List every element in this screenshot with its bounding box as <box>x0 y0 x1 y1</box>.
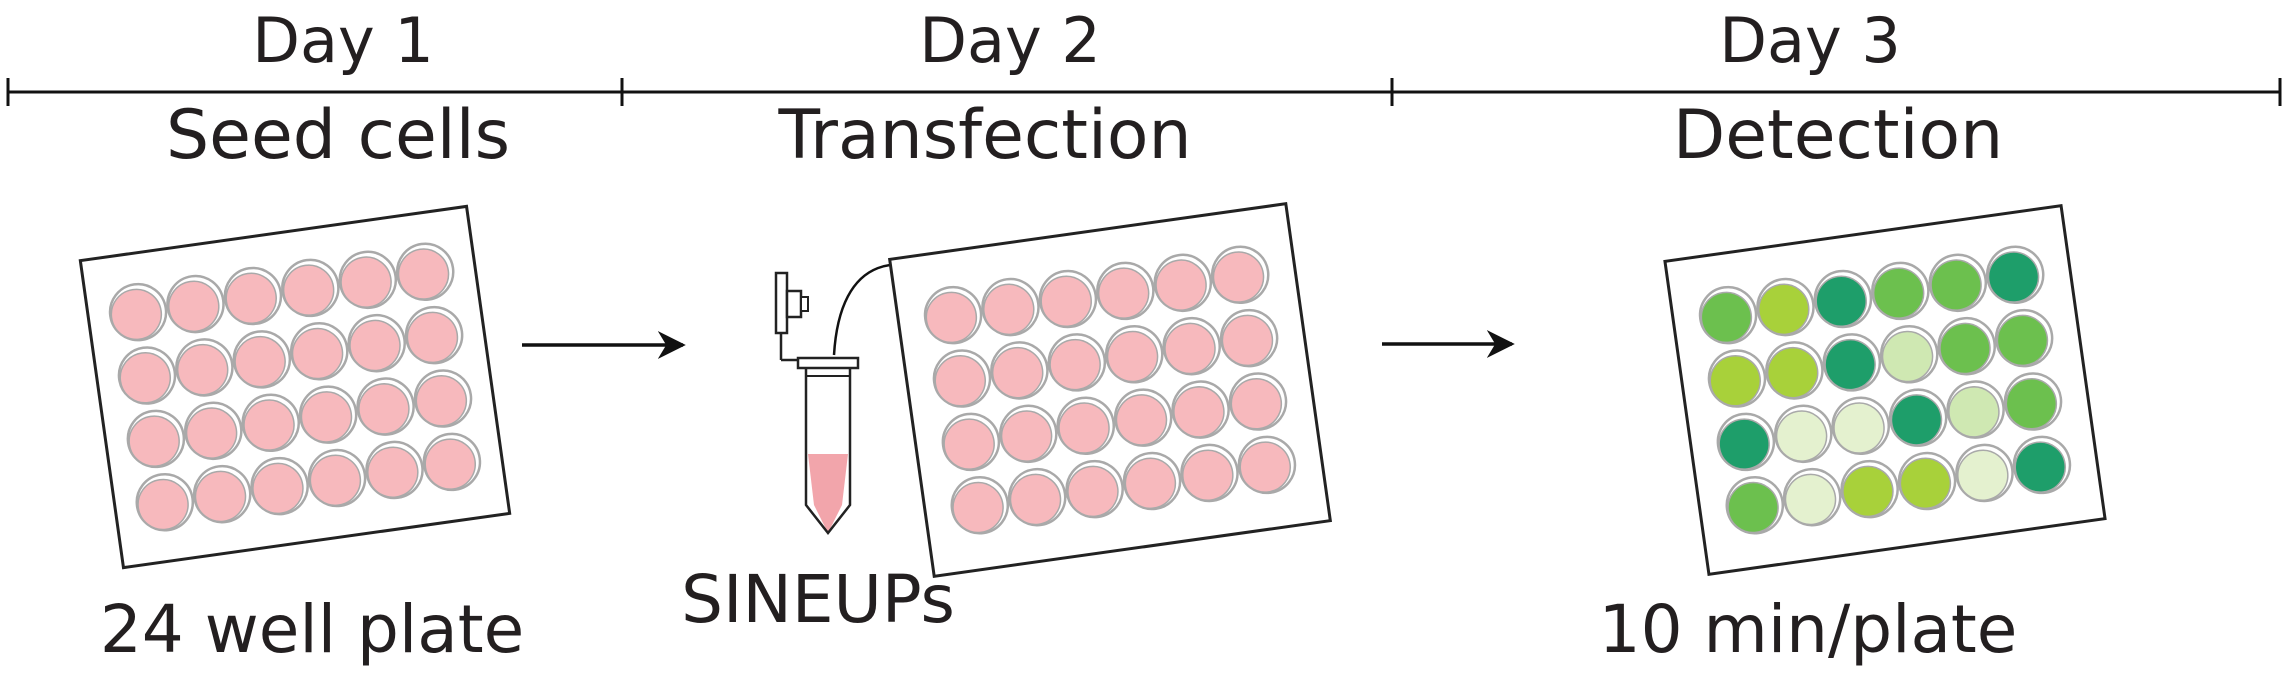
sineups-label: SINEUPs <box>681 561 955 638</box>
plate-detection <box>1663 204 2107 576</box>
well <box>1067 465 1119 518</box>
well <box>2014 441 2066 493</box>
well <box>1957 449 2009 501</box>
well <box>991 346 1044 399</box>
well <box>291 327 344 380</box>
well <box>1872 267 1925 319</box>
well <box>1758 283 1810 336</box>
well <box>1939 322 1991 375</box>
well <box>1000 410 1053 462</box>
well <box>1709 355 1762 407</box>
well <box>424 438 476 490</box>
well <box>1881 330 1934 383</box>
well <box>415 375 468 427</box>
well <box>1155 259 1207 311</box>
well <box>349 319 401 372</box>
well <box>952 481 1004 534</box>
well <box>1106 330 1159 383</box>
well <box>1221 314 1274 367</box>
pipette-icon <box>774 271 809 362</box>
well <box>243 399 295 451</box>
well <box>1766 346 1819 399</box>
tube-liquid <box>808 454 848 533</box>
well <box>2005 378 2058 430</box>
well <box>1124 457 1177 510</box>
well <box>1049 338 1101 391</box>
well <box>252 462 304 515</box>
well <box>1182 449 1234 501</box>
well <box>1115 394 1168 446</box>
well <box>1775 410 1828 462</box>
well <box>943 418 995 470</box>
well <box>1784 473 1837 526</box>
well <box>1824 338 1876 391</box>
well <box>1727 481 1779 534</box>
transfection-label: Transfection <box>777 96 1191 175</box>
well <box>1239 441 1291 493</box>
well <box>1230 378 1283 430</box>
well <box>1930 259 1982 311</box>
plate-seeded <box>78 204 512 570</box>
seed-cells-label: Seed cells <box>166 96 510 175</box>
well <box>1164 322 1216 375</box>
well <box>934 355 987 407</box>
well <box>367 446 419 498</box>
tube-icon <box>796 356 860 536</box>
well <box>1700 291 1753 344</box>
time-per-plate-label: 10 min/plate <box>1599 591 2018 668</box>
well <box>406 311 459 364</box>
well <box>925 291 978 344</box>
well <box>110 288 163 341</box>
well <box>1058 402 1110 454</box>
well <box>282 264 335 316</box>
well <box>1899 457 1952 510</box>
well <box>176 343 229 396</box>
day-1-label: Day 1 <box>252 4 434 77</box>
well <box>194 470 247 523</box>
well <box>168 280 220 333</box>
well <box>225 272 277 324</box>
well <box>1040 275 1092 327</box>
detection-label: Detection <box>1673 96 2003 175</box>
plate-transfected <box>887 202 1333 578</box>
well <box>358 383 410 435</box>
well <box>1097 267 1150 319</box>
well <box>137 478 189 531</box>
well <box>119 352 172 404</box>
well <box>1842 465 1894 518</box>
day-3-label: Day 3 <box>1719 4 1901 77</box>
well <box>1948 386 2000 438</box>
well <box>1890 394 1943 446</box>
well <box>1987 251 2040 303</box>
well <box>300 391 353 443</box>
plate-type-label: 24 well plate <box>100 591 524 668</box>
well <box>1815 275 1867 327</box>
well <box>1996 314 2049 367</box>
well <box>1009 473 1062 526</box>
well <box>309 454 362 507</box>
well <box>185 407 238 459</box>
well <box>983 283 1035 336</box>
well <box>234 335 286 388</box>
well <box>128 415 180 467</box>
timeline: Day 1 Day 2 Day 3 Seed cells Transfectio… <box>6 4 2282 175</box>
well <box>1212 251 1265 303</box>
well <box>340 256 392 308</box>
well <box>1718 418 1770 470</box>
well <box>397 248 450 300</box>
well <box>1173 386 1225 438</box>
day-2-label: Day 2 <box>919 4 1101 77</box>
well <box>1833 402 1885 454</box>
